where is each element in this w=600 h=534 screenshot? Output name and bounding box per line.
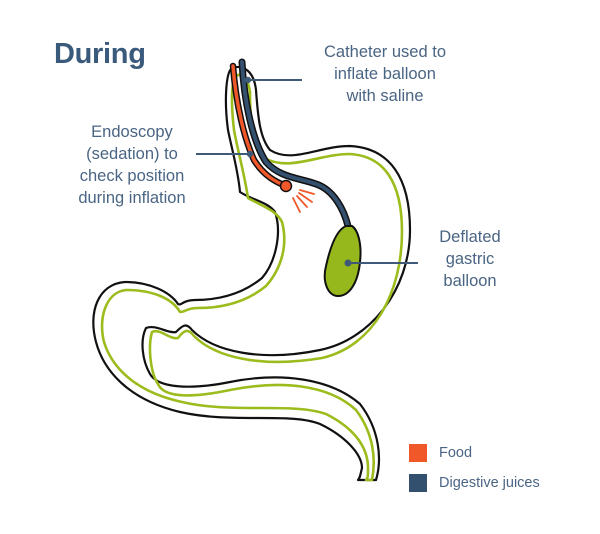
diagram-title: During xyxy=(54,38,146,70)
endoscopy-label-line: (sedation) to xyxy=(86,145,178,163)
legend-item-digestive-juices: Digestive juices xyxy=(409,470,540,496)
catheter-label-line: Catheter used to xyxy=(324,43,446,61)
endoscope-tip xyxy=(279,179,293,193)
catheter-label-line: with saline xyxy=(346,87,424,105)
balloon-leader-dot xyxy=(344,259,352,267)
endoscopy-label-line: check position xyxy=(79,167,185,185)
balloon-label: Deflated gastric balloon xyxy=(420,226,520,292)
digestive-juices-swatch-icon xyxy=(409,474,427,492)
catheter-label-line: inflate balloon xyxy=(334,65,436,83)
stomach-outer-wall xyxy=(92,65,412,482)
legend-item-food: Food xyxy=(409,440,540,466)
endoscopy-label-line: Endoscopy xyxy=(91,123,173,141)
endoscopy-label: Endoscopy (sedation) to check position d… xyxy=(62,121,202,209)
legend: Food Digestive juices xyxy=(409,440,540,500)
legend-label: Digestive juices xyxy=(439,475,540,491)
balloon-label-line: balloon xyxy=(443,272,497,290)
endoscope-tube-fill xyxy=(231,64,288,188)
legend-label: Food xyxy=(439,445,473,461)
endoscope-light-rays xyxy=(292,189,315,213)
balloon-label-line: Deflated xyxy=(439,228,501,246)
catheter-label: Catheter used to inflate balloon with sa… xyxy=(300,41,470,107)
catheter-leader-dot xyxy=(244,76,252,84)
food-swatch-icon xyxy=(409,444,427,462)
catheter-tube xyxy=(240,60,350,228)
gastric-balloon xyxy=(323,225,362,298)
endoscopy-label-line: during inflation xyxy=(78,189,186,207)
stomach-lining xyxy=(100,73,404,482)
balloon-label-line: gastric xyxy=(445,250,495,268)
endoscopy-leader-dot xyxy=(246,150,254,158)
